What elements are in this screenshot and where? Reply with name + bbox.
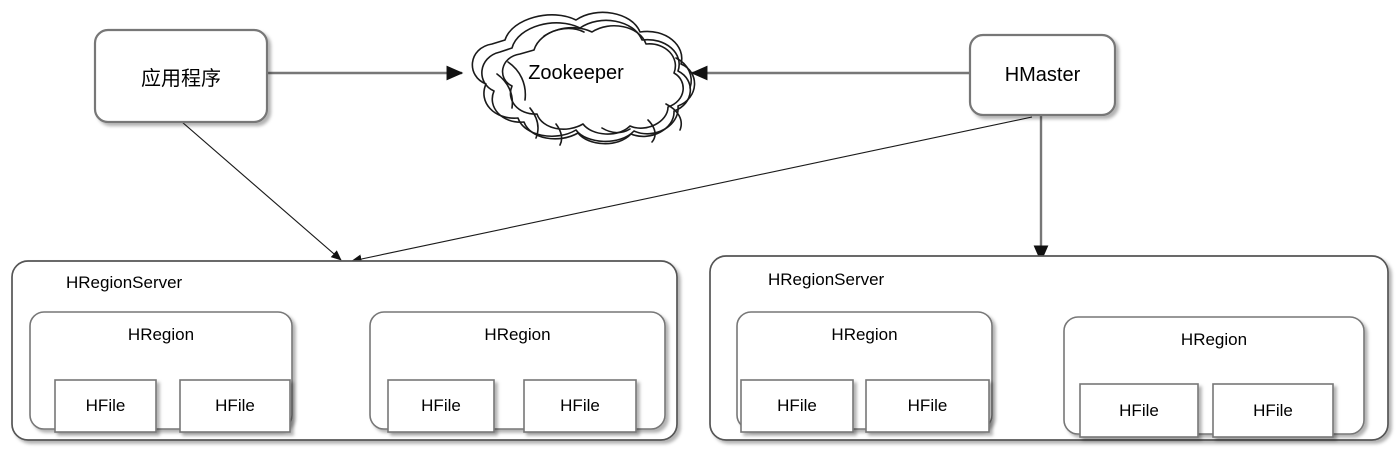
hfile-box[interactable] xyxy=(865,379,990,433)
node-hmaster[interactable] xyxy=(968,33,1117,117)
zookeeper-cloud-squiggle-5 xyxy=(647,119,656,143)
node-application[interactable] xyxy=(93,28,269,124)
hfile-box[interactable] xyxy=(1212,383,1334,438)
hfile-box[interactable] xyxy=(179,379,291,433)
hfile-box[interactable] xyxy=(740,379,854,433)
zookeeper-cloud-squiggle-7 xyxy=(675,57,692,89)
node-zookeeper[interactable] xyxy=(471,11,696,146)
hfile-box[interactable] xyxy=(1079,383,1199,438)
hfile-box[interactable] xyxy=(387,379,495,433)
zookeeper-cloud-outline-mid xyxy=(481,19,692,145)
hfile-box[interactable] xyxy=(54,379,157,433)
zookeeper-cloud-squiggle-9 xyxy=(543,27,585,37)
region-server-left[interactable] xyxy=(11,260,678,441)
region-server-right[interactable] xyxy=(709,255,1389,441)
edge-hmaster-to-region-server-left xyxy=(351,116,1033,264)
hfile-box[interactable] xyxy=(523,379,637,433)
edge-application-to-region-server-left xyxy=(181,121,342,261)
zookeeper-cloud-squiggle-2 xyxy=(507,61,527,101)
zookeeper-cloud-squiggle-6 xyxy=(665,103,682,131)
application-box[interactable] xyxy=(93,28,269,124)
zookeeper-cloud-squiggle-8 xyxy=(601,127,631,134)
zookeeper-cloud-squiggle-1 xyxy=(496,73,514,109)
zookeeper-cloud-outline-inner xyxy=(501,24,684,135)
hmaster-box[interactable] xyxy=(968,33,1117,117)
zookeeper-cloud-squiggle-3 xyxy=(529,107,539,139)
zookeeper-cloud-squiggle-4 xyxy=(555,123,563,146)
edge-layer xyxy=(181,65,1049,264)
